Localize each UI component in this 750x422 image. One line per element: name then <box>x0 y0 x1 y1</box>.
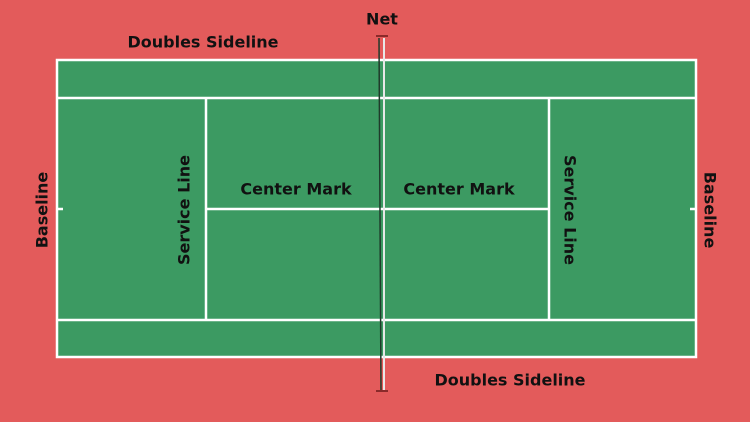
doubles-sideline-bottom-label: Doubles Sideline <box>434 370 586 390</box>
net-label: Net <box>366 9 398 29</box>
center-mark-right-label: Center Mark <box>403 179 515 199</box>
service-line-right-label: Service Line <box>560 154 580 266</box>
center-mark-left-label: Center Mark <box>240 179 352 199</box>
service-line-left-label: Service Line <box>174 154 194 266</box>
baseline-left-label: Baseline <box>32 171 52 249</box>
net <box>376 35 388 392</box>
doubles-sideline-top-label: Doubles Sideline <box>127 32 279 52</box>
baseline-right-label: Baseline <box>700 171 720 249</box>
